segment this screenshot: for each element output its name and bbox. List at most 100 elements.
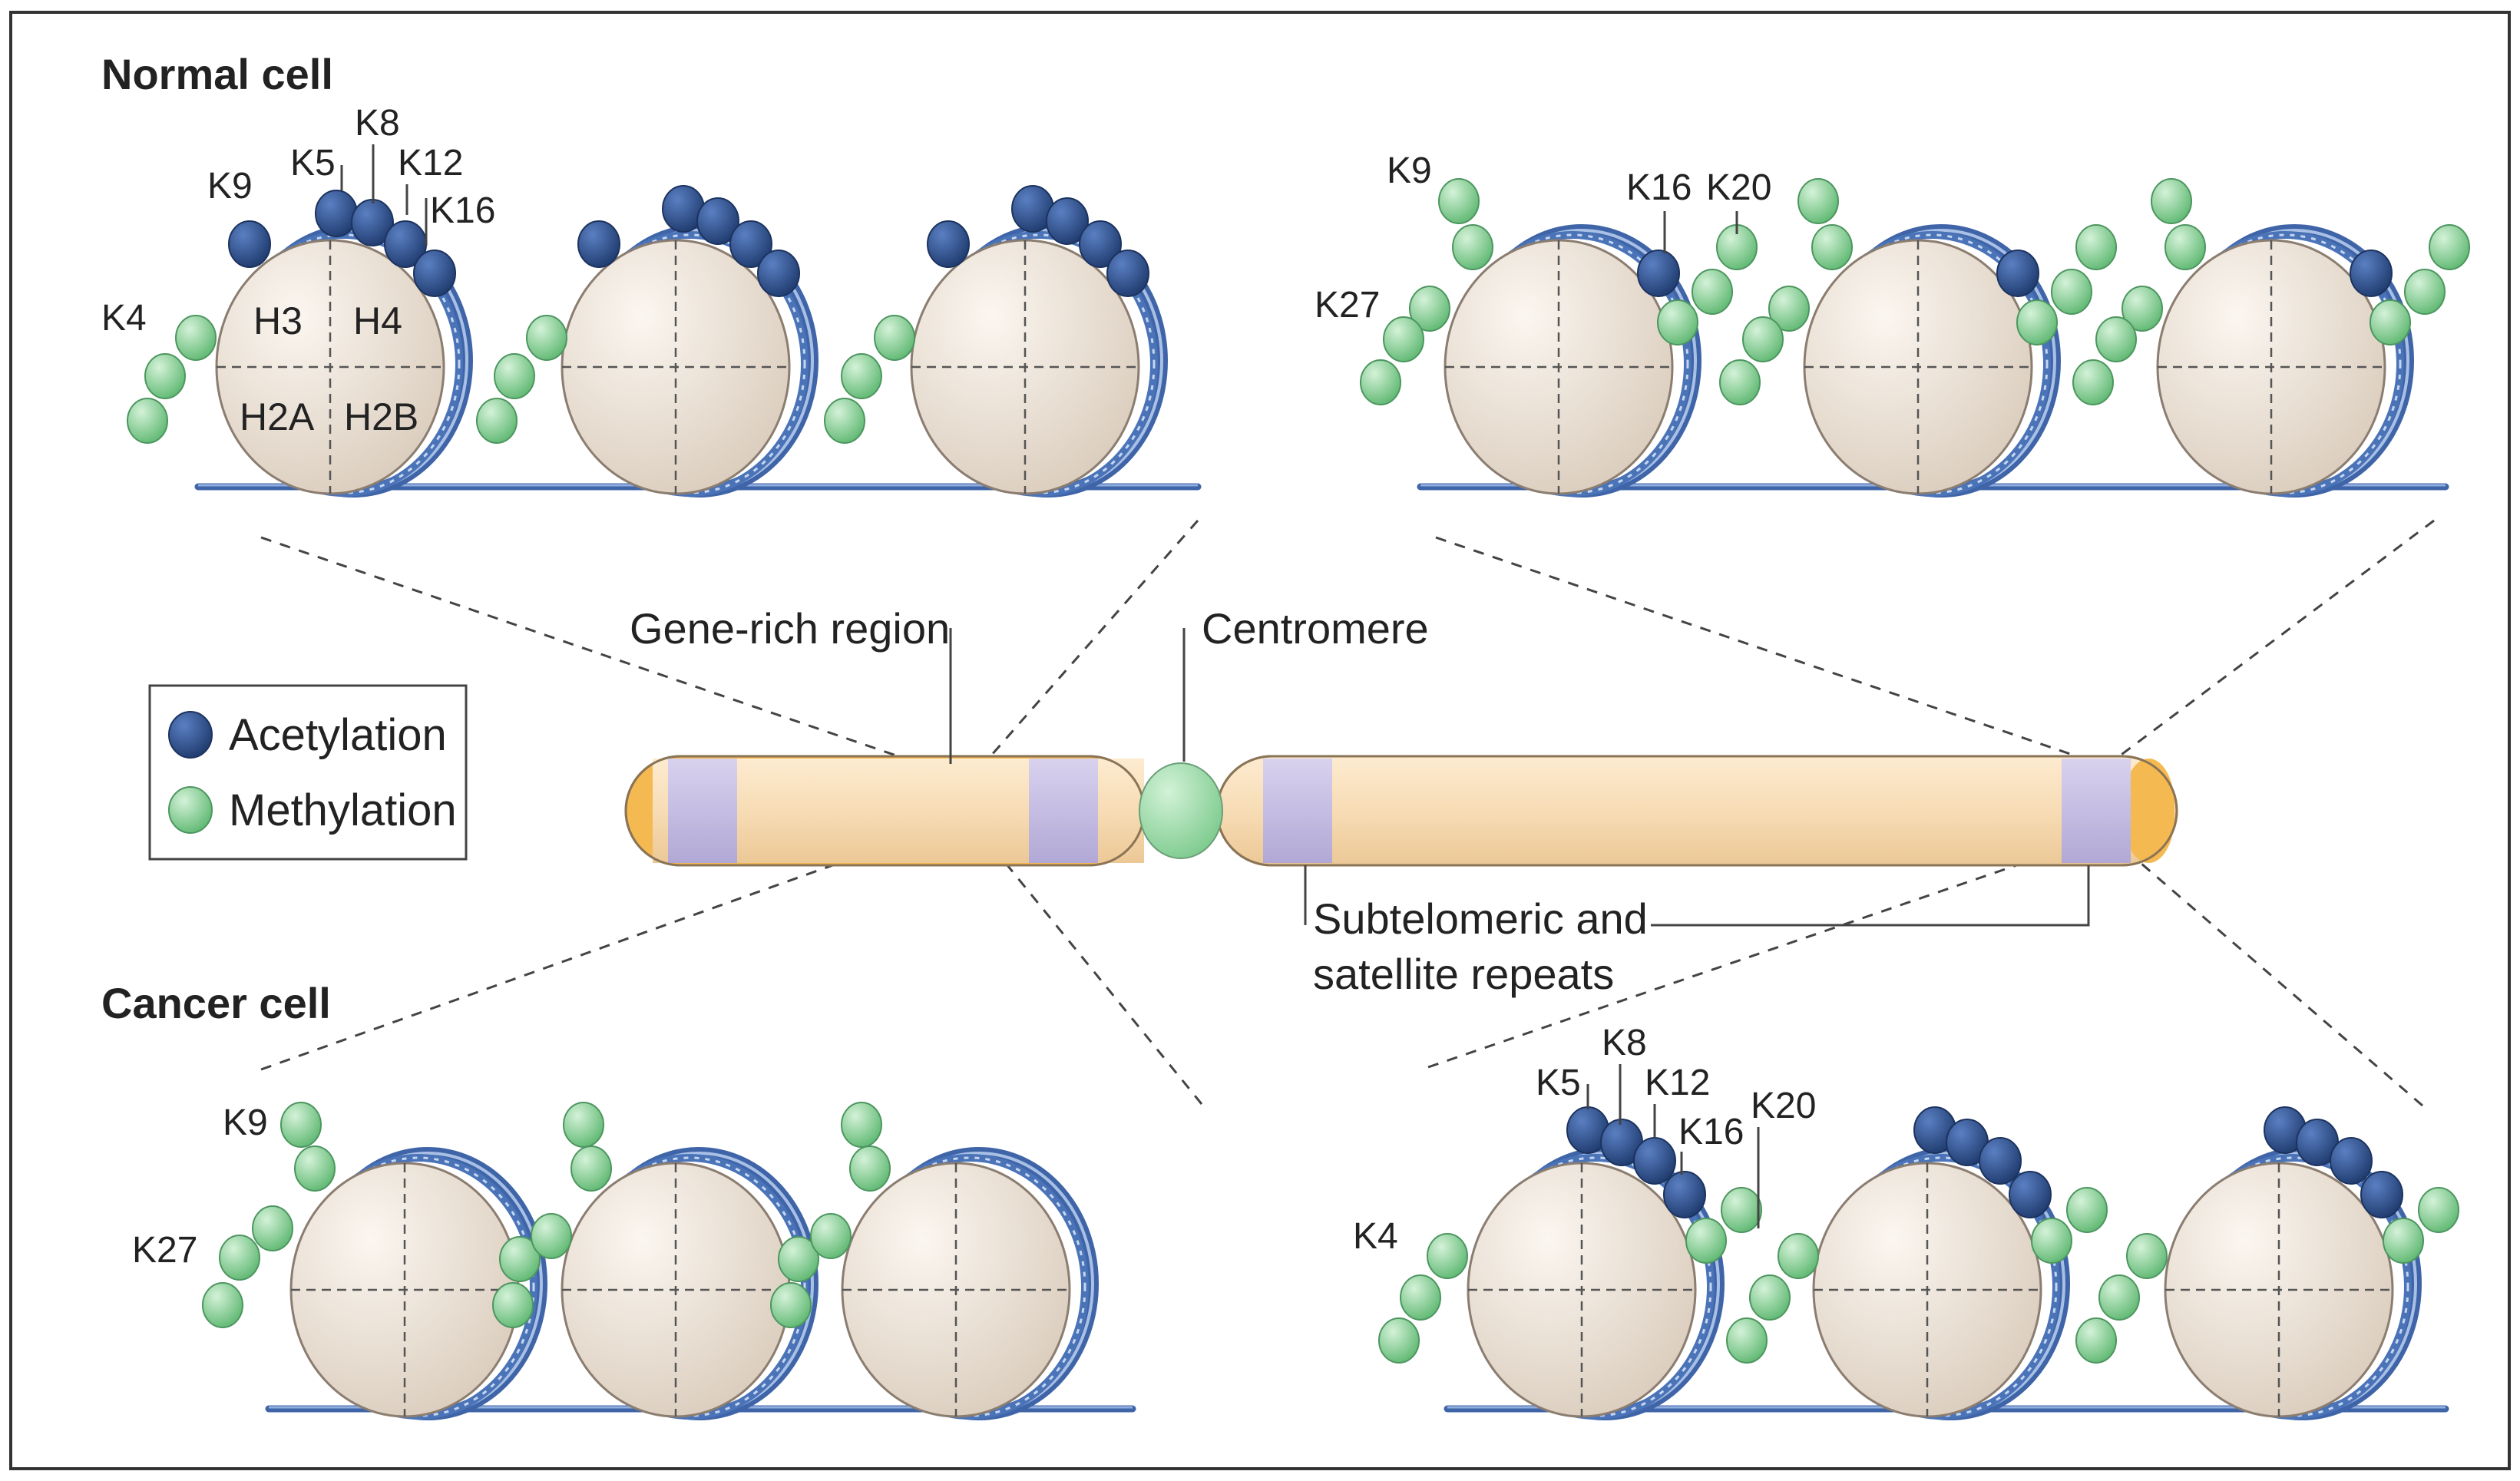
label-k8: K8 bbox=[355, 103, 400, 144]
panel-cancer-repeats bbox=[1378, 1106, 2459, 1420]
label-k16: K16 bbox=[430, 190, 495, 231]
methyl-group bbox=[476, 398, 518, 444]
acetyl-group bbox=[1079, 220, 1122, 268]
label-k9: K9 bbox=[207, 166, 253, 207]
methyl-group bbox=[202, 1282, 243, 1328]
chromosome-left-arm bbox=[624, 755, 1146, 867]
dna-wrap-highlight bbox=[1456, 233, 1689, 494]
legend: Acetylation Methylation bbox=[148, 684, 468, 861]
methyl-group bbox=[219, 1235, 260, 1281]
acetyl-group bbox=[228, 220, 271, 268]
label-k27: K27 bbox=[132, 1230, 197, 1271]
methyl-group bbox=[2075, 224, 2117, 270]
panel-normal-gene-rich bbox=[127, 185, 1202, 498]
methyl-group bbox=[2418, 1187, 2459, 1233]
acetyl-group bbox=[1979, 1137, 2022, 1185]
legend-methylation-marker bbox=[168, 786, 213, 834]
methyl-group bbox=[531, 1213, 572, 1259]
methyl-group bbox=[2016, 299, 2058, 345]
methyl-group bbox=[2095, 316, 2137, 362]
methyl-group bbox=[1778, 1233, 1819, 1279]
dna-wrap-highlight bbox=[302, 1156, 535, 1417]
legend-methylation-label: Methylation bbox=[229, 785, 457, 835]
acetyl-group bbox=[1046, 197, 1089, 245]
methyl-group bbox=[127, 398, 168, 444]
acetyl-group bbox=[577, 220, 620, 268]
panel-normal-repeats bbox=[1360, 178, 2470, 498]
methyl-group bbox=[1719, 359, 1761, 405]
label-k8: K8 bbox=[1602, 1023, 1647, 1063]
methyl-group bbox=[810, 1213, 852, 1259]
methyl-group bbox=[144, 353, 186, 399]
label-h4: H4 bbox=[353, 299, 402, 342]
dna-wrap-highlight bbox=[573, 233, 806, 494]
acetyl-group bbox=[757, 250, 800, 297]
methyl-group bbox=[2383, 1218, 2424, 1264]
label-k12: K12 bbox=[398, 143, 463, 183]
methyl-group bbox=[849, 1145, 891, 1192]
methyl-group bbox=[280, 1102, 322, 1148]
label-k16: K16 bbox=[1678, 1112, 1744, 1152]
legend-box bbox=[148, 684, 468, 861]
nucleosome bbox=[561, 1147, 819, 1420]
label-k4: K4 bbox=[1353, 1216, 1398, 1257]
nucleosome bbox=[561, 224, 819, 498]
methyl-group bbox=[1721, 1187, 1762, 1233]
dna-wrap-highlight bbox=[573, 1156, 806, 1417]
zoom-lines bbox=[260, 519, 2435, 1107]
methyl-group bbox=[1685, 1218, 1727, 1264]
methyl-group bbox=[841, 353, 882, 399]
labels-cancer-gene-rich: K9 K27 bbox=[132, 1102, 268, 1271]
methyl-group bbox=[2164, 224, 2206, 270]
label-k12: K12 bbox=[1645, 1063, 1710, 1103]
acetyl-group bbox=[2360, 1171, 2403, 1218]
methyl-group bbox=[824, 398, 865, 444]
label-k20: K20 bbox=[1751, 1086, 1816, 1126]
label-k9: K9 bbox=[223, 1102, 268, 1143]
methyl-group bbox=[1383, 316, 1424, 362]
methyl-group bbox=[1749, 1274, 1791, 1321]
dna-wrap-highlight bbox=[2176, 1156, 2409, 1417]
label-subtelomeric-1: Subtelomeric and bbox=[1313, 894, 1648, 943]
nucleosome bbox=[841, 1147, 1099, 1420]
label-h3: H3 bbox=[253, 299, 303, 342]
methyl-group bbox=[175, 315, 217, 361]
labels-normal-repeats: K9 K16 K20 K27 bbox=[1315, 150, 1771, 326]
methyl-group bbox=[1768, 286, 1810, 332]
methyl-group bbox=[294, 1145, 336, 1192]
label-k27: K27 bbox=[1315, 285, 1380, 326]
label-k5: K5 bbox=[290, 143, 336, 183]
methyl-group bbox=[252, 1205, 293, 1251]
methyl-group bbox=[570, 1145, 612, 1192]
acetyl-group bbox=[2009, 1171, 2052, 1218]
methyl-group bbox=[1811, 224, 1853, 270]
acetyl-group bbox=[413, 250, 456, 297]
nucleosome bbox=[1803, 224, 2061, 498]
methyl-group bbox=[2121, 286, 2163, 332]
nucleosome bbox=[289, 1147, 547, 1420]
label-k9: K9 bbox=[1387, 150, 1432, 191]
nucleosome bbox=[2156, 224, 2414, 498]
label-k20: K20 bbox=[1706, 167, 1771, 208]
acetyl-group bbox=[315, 190, 358, 237]
heading-normal-cell: Normal cell bbox=[101, 50, 333, 98]
nucleosome bbox=[1444, 224, 1701, 498]
methyl-group bbox=[563, 1102, 604, 1148]
methyl-group bbox=[1427, 1233, 1468, 1279]
legend-acetylation-label: Acetylation bbox=[229, 710, 447, 760]
dna-wrap-highlight bbox=[1824, 1156, 2058, 1417]
chromosome bbox=[624, 755, 2178, 867]
methyl-group bbox=[2429, 224, 2470, 270]
acetyl-group bbox=[729, 220, 772, 268]
methyl-group bbox=[1409, 286, 1450, 332]
label-h2a: H2A bbox=[240, 395, 315, 438]
methyl-group bbox=[778, 1236, 819, 1282]
methyl-group bbox=[2066, 1187, 2108, 1233]
methyl-group bbox=[2370, 299, 2411, 345]
methyl-group bbox=[1438, 178, 1480, 224]
dna-wrap-highlight bbox=[853, 1156, 1086, 1417]
heading-cancer-cell: Cancer cell bbox=[101, 979, 331, 1027]
dna-wrap-highlight bbox=[922, 233, 1156, 494]
methyl-group bbox=[2072, 359, 2114, 405]
